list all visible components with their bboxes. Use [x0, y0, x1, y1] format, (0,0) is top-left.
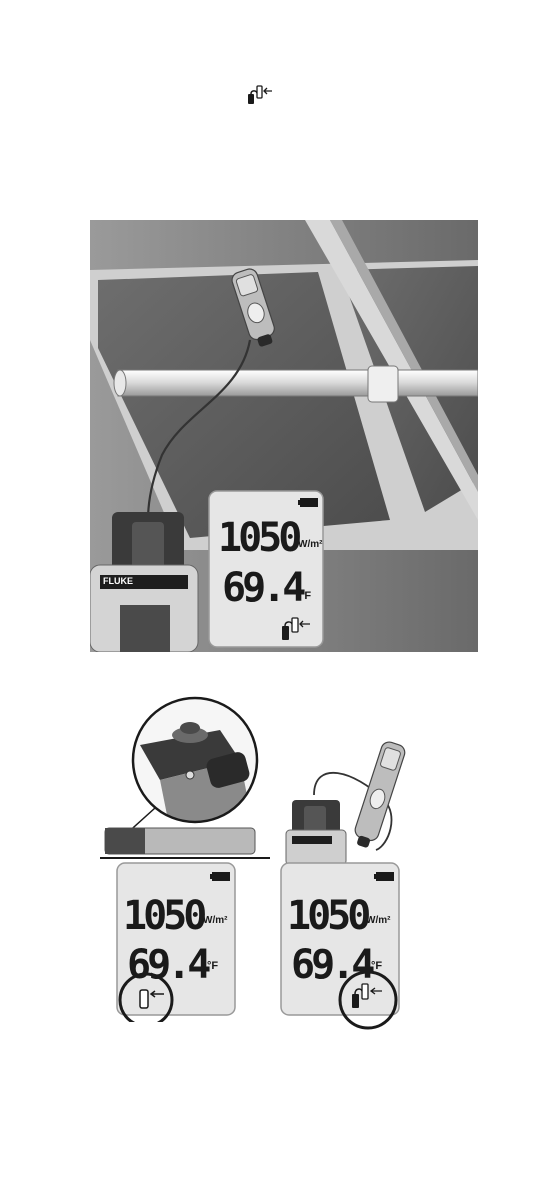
brand-label: FLUKE — [103, 576, 133, 586]
temperature-value: 69.4 — [222, 565, 302, 611]
temperature-unit: °F — [300, 590, 311, 602]
irradiance-unit: W/m² — [298, 539, 322, 550]
temperature-value-right: 69.4 — [291, 942, 371, 988]
irradiance-unit-left: W/m² — [203, 915, 227, 926]
temperature-unit-right: °F — [371, 960, 382, 972]
irradiance-unit-right: W/m² — [366, 915, 390, 926]
internal-sensor-illustration — [100, 690, 270, 860]
temperature-value-left: 69.4 — [127, 942, 207, 988]
irradiance-value-right: 1050 — [287, 893, 367, 939]
external-sensor-illustration — [284, 740, 434, 865]
battery-full-icon — [298, 498, 318, 507]
irradiance-value: 1050 — [218, 515, 298, 561]
external-sensor-connected-icon — [246, 84, 274, 106]
temperature-unit-left: °F — [207, 960, 218, 972]
irradiance-value-left: 1050 — [123, 893, 203, 939]
